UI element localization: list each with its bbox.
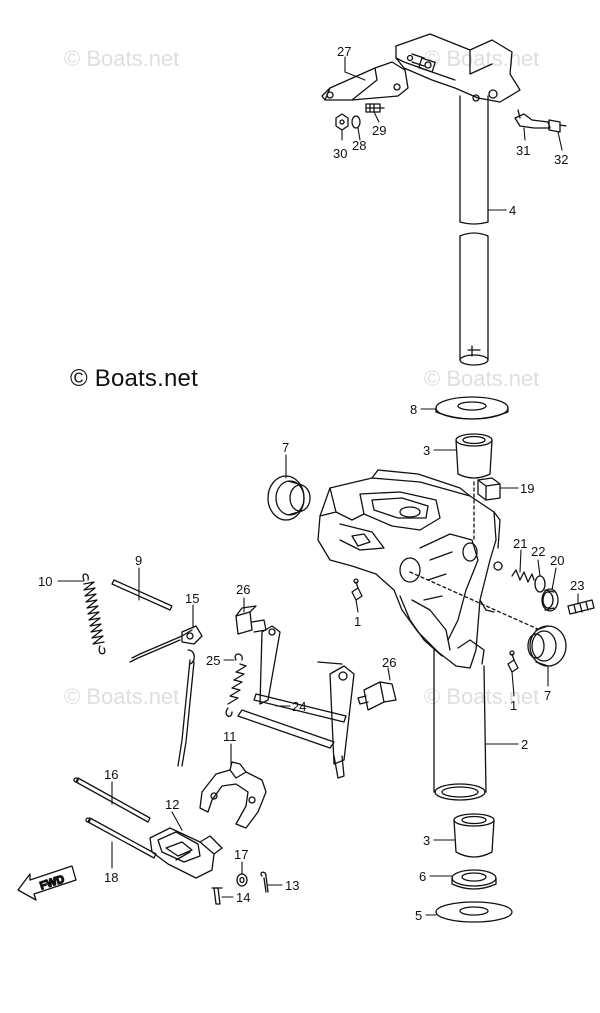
callout-9: 9 (135, 553, 142, 568)
callout-30: 30 (333, 146, 347, 161)
callout-3-lower: 3 (423, 833, 430, 848)
callout-7-right: 7 (544, 688, 551, 703)
washer-28 (351, 115, 361, 129)
bolt-23 (567, 599, 595, 615)
spring-21 (511, 569, 535, 583)
washer-22 (534, 575, 546, 593)
bolt-32 (548, 119, 567, 133)
callout-28: 28 (352, 138, 366, 153)
grease-nipple-1-right (507, 650, 519, 673)
bushing-3-upper (455, 433, 493, 479)
pin-9 (111, 579, 173, 611)
cotter-pin-13 (260, 871, 269, 893)
callout-3: 3 (423, 443, 430, 458)
callout-31: 31 (516, 143, 530, 158)
copyright-text: © Boats.net (70, 365, 198, 392)
callout-1: 1 (354, 614, 361, 629)
callout-25: 25 (206, 653, 220, 668)
lever-24 (237, 625, 355, 779)
bolt-29 (365, 103, 385, 113)
callout-4: 4 (509, 203, 516, 218)
callout-24: 24 (292, 699, 306, 714)
callout-10: 10 (38, 574, 52, 589)
callout-14: 14 (236, 890, 250, 905)
steering-bracket-part (321, 61, 409, 101)
callout-5: 5 (415, 908, 422, 923)
steering-bracket-top (395, 33, 521, 103)
callout-26-right: 26 (382, 655, 396, 670)
tilt-bracket-12 (149, 827, 223, 879)
callout-18: 18 (104, 870, 118, 885)
callout-2: 2 (521, 737, 528, 752)
assembly-guide-line (409, 571, 541, 631)
callout-13: 13 (285, 878, 299, 893)
watermark: © Boats.net (424, 366, 540, 391)
callout-labels: 27 30 28 29 31 32 4 8 3 7 19 21 22 20 23… (38, 44, 584, 923)
swivel-tube-2 (433, 649, 487, 801)
callout-15: 15 (185, 591, 199, 606)
bushing-3-lower (453, 813, 495, 858)
pin-14 (211, 887, 223, 905)
callout-16: 16 (104, 767, 118, 782)
callout-19: 19 (520, 481, 534, 496)
callout-6: 6 (419, 869, 426, 884)
callout-7: 7 (282, 440, 289, 455)
callout-leaders (57, 56, 579, 916)
washer-8 (435, 396, 509, 420)
callout-11: 11 (223, 729, 237, 744)
rod-15 (129, 625, 203, 767)
callout-29: 29 (372, 123, 386, 138)
washer-5 (435, 901, 513, 923)
callout-23: 23 (570, 578, 584, 593)
grease-nipple-1-left (351, 578, 363, 601)
stopper-plate-11 (199, 761, 267, 829)
callout-8: 8 (410, 402, 417, 417)
rod-18 (85, 817, 157, 859)
callout-17: 17 (234, 847, 248, 862)
callout-21: 21 (513, 536, 527, 551)
nut-30 (335, 113, 349, 131)
stopper-19 (477, 477, 501, 501)
callout-27: 27 (337, 44, 351, 59)
bushing-7-right (527, 625, 567, 667)
callout-12: 12 (165, 797, 179, 812)
cap-20 (541, 588, 559, 612)
spring-10 (82, 573, 106, 655)
callout-20: 20 (550, 553, 564, 568)
bushing-7-left (267, 475, 311, 521)
spring-25 (225, 653, 247, 717)
watermark: © Boats.net (424, 684, 540, 709)
callout-1-right: 1 (510, 698, 517, 713)
callout-26: 26 (236, 582, 250, 597)
swivel-bracket-body (317, 469, 503, 669)
rod-16 (73, 777, 151, 823)
bolt-26-upper (235, 605, 267, 635)
watermark: © Boats.net (64, 684, 180, 709)
washer-17 (236, 873, 248, 887)
bolt-26-lower (357, 681, 397, 711)
washer-6 (451, 869, 497, 890)
watermark: © Boats.net (64, 46, 180, 71)
steering-shaft-4 (459, 95, 489, 366)
callout-22: 22 (531, 544, 545, 559)
callout-32: 32 (554, 152, 568, 167)
watermark: © Boats.net (424, 46, 540, 71)
small-bracket-31 (514, 109, 551, 129)
fwd-arrow-icon: FWD (17, 865, 77, 901)
